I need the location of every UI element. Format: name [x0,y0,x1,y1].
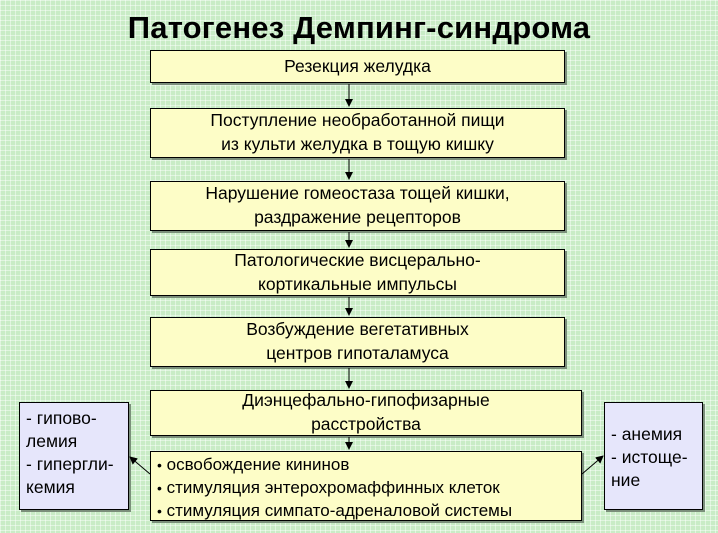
arrow-right [581,455,604,475]
mechanism-item: • стимуляция симпато-адреналовой системы [157,500,575,523]
bullet-dot-icon: • [157,479,162,496]
diagram-title: Патогенез Демпинг-синдрома [127,10,591,45]
mechanisms-list: • освобождение кининов • стимуляция энте… [150,451,582,521]
left-outcome-line: лемия [26,431,78,452]
arrow-left [129,456,151,475]
right-outcome-line: ние [611,470,641,491]
right-outcome-line: - анемия [611,424,683,444]
mechanism-item: • освобождение кининов [157,454,575,477]
step-hypothalamus-line-1: Возбуждение вегетативных [246,319,469,340]
step-food-passage-line-1: Поступление необработанной пищи [210,110,505,131]
step-homeostasis-line-2: раздражение рецепторов [254,207,461,227]
bullet-dot-icon: • [157,457,162,473]
mechanism-text: освобождение кининов [166,455,350,474]
step-homeostasis-disorder: Нарушение гомеостаза тощей кишки, раздра… [150,181,565,231]
step-visceral-line-2: кортикальные импульсы [258,273,457,294]
step-visceral-impulses: Патологические висцерально- кортикальные… [150,249,565,296]
step-diencephalic-disorders: Диэнцефально-гипофизарные расстройства [150,390,582,436]
left-outcome-box: - гипово- лемия - гипергли- кемия [19,402,129,510]
step-homeostasis-line-1: Нарушение гомеостаза тощей кишки, [205,183,510,204]
left-outcome-line: - гипергли- [26,454,114,475]
left-outcome-line: кемия [26,477,75,498]
mechanism-text: стимуляция энтерохромаффинных клеток [166,477,500,497]
step-food-passage: Поступление необработанной пищи из культ… [150,108,565,158]
mechanism-item: • стимуляция энтерохромаффинных клеток [157,477,575,500]
bullet-dot-icon: • [157,502,162,519]
step-resection-line-1: Резекция желудка [284,55,431,76]
step-food-passage-line-2: из культи желудка в тощую кишку [221,134,494,154]
step-visceral-line-1: Патологические висцерально- [234,249,481,270]
step-hypothalamus-line-2: центров гипоталамуса [266,343,449,363]
step-hypothalamus-excitation: Возбуждение вегетативных центров гипотал… [150,317,565,367]
right-outcome-line: - истоще- [611,447,688,468]
step-resection: Резекция желудка [150,50,565,83]
step-diencephalic-line-2: расстройства [311,414,421,434]
right-outcome-box: - анемия - истоще- ние [604,402,703,510]
mechanism-text: стимуляция симпато-адреналовой системы [166,500,513,520]
left-outcome-line: - гипово- [26,408,97,428]
step-diencephalic-line-1: Диэнцефально-гипофизарные [242,390,490,411]
